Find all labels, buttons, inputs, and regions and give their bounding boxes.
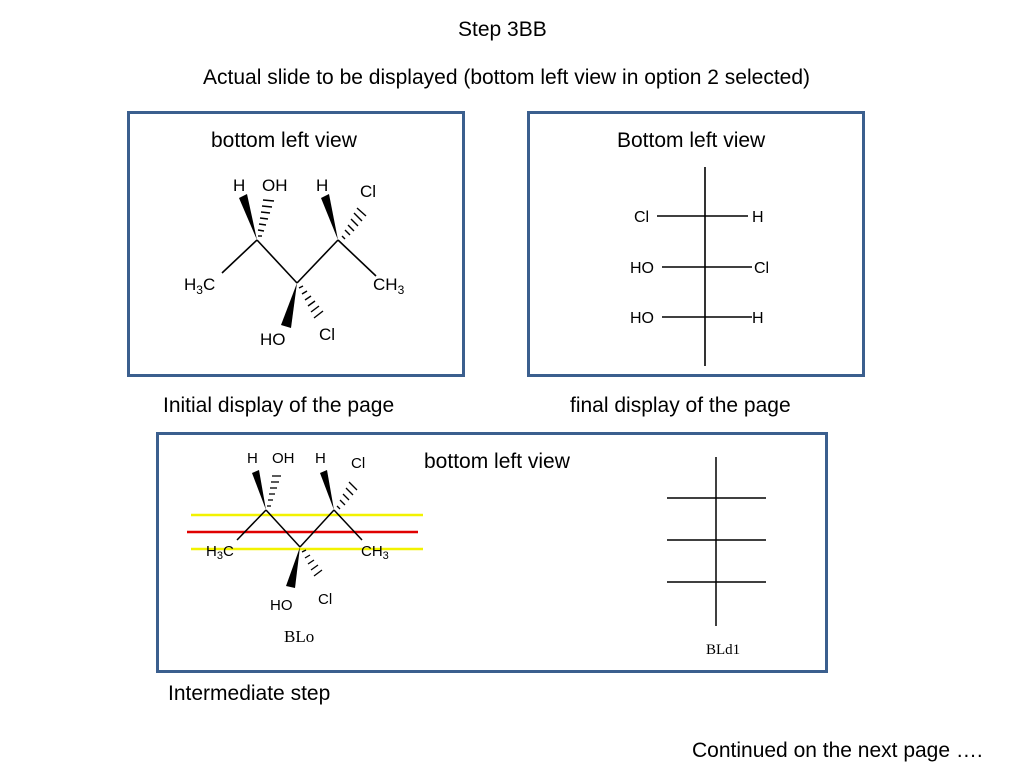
- atom-label-h3c: H3C: [206, 543, 234, 562]
- atom-label-ho: HO: [260, 330, 286, 349]
- atom-label-ch3: CH3: [361, 543, 389, 562]
- fischer-left-label: HO: [630, 260, 654, 277]
- wedge-bond: [239, 194, 257, 240]
- atom-label-cl: Cl: [319, 325, 335, 344]
- atom-label-ch3: CH3: [373, 275, 405, 297]
- final-panel-title: Bottom left view: [617, 129, 766, 152]
- wedge-bond: [252, 470, 266, 510]
- atom-label-oh: OH: [262, 176, 288, 195]
- fischer-right-label: H: [752, 209, 764, 226]
- final-display-panel: [527, 111, 865, 377]
- atom-label-cl: Cl: [351, 455, 365, 472]
- atom-label-h: H: [316, 176, 328, 195]
- atom-label-h3c: H3C: [184, 275, 215, 297]
- fischer-right-label: H: [752, 310, 764, 327]
- structure-label-blo: BLo: [284, 627, 314, 646]
- atom-label-h: H: [315, 450, 326, 467]
- final-panel-caption: final display of the page: [570, 394, 791, 417]
- initial-panel-title: bottom left view: [211, 129, 357, 152]
- wedge-bond: [281, 283, 297, 328]
- hashed-bond: [267, 475, 281, 507]
- fischer-right-label: Cl: [754, 260, 769, 277]
- hashed-bond: [301, 549, 323, 577]
- wedge-bond: [320, 470, 334, 510]
- intermediate-panel-title: bottom left view: [424, 450, 570, 473]
- hashed-bond: [257, 199, 275, 237]
- atom-label-cl: Cl: [360, 182, 376, 201]
- atom-label-ho: HO: [270, 597, 293, 614]
- fischer-left-label: HO: [630, 310, 654, 327]
- slide-subtitle: Actual slide to be displayed (bottom lef…: [203, 66, 811, 89]
- hashed-bond: [341, 207, 367, 240]
- wedge-bond: [286, 547, 300, 588]
- atom-label-oh: OH: [272, 450, 295, 467]
- structure-label-bld1: BLd1: [706, 642, 740, 658]
- initial-display-panel: [127, 111, 465, 377]
- atom-label-cl: Cl: [318, 591, 332, 608]
- wedge-bond: [321, 194, 338, 240]
- step-title: Step 3BB: [458, 18, 547, 41]
- atom-label-h: H: [233, 176, 245, 195]
- hashed-bond: [298, 285, 324, 319]
- continued-note: Continued on the next page ….: [692, 739, 983, 762]
- hashed-bond: [336, 481, 358, 510]
- atom-label-h: H: [247, 450, 258, 467]
- intermediate-panel-caption: Intermediate step: [168, 682, 331, 705]
- initial-panel-caption: Initial display of the page: [163, 394, 395, 417]
- carbon-backbone: [236, 509, 363, 548]
- fischer-left-label: Cl: [634, 209, 649, 226]
- carbon-backbone: [221, 239, 377, 284]
